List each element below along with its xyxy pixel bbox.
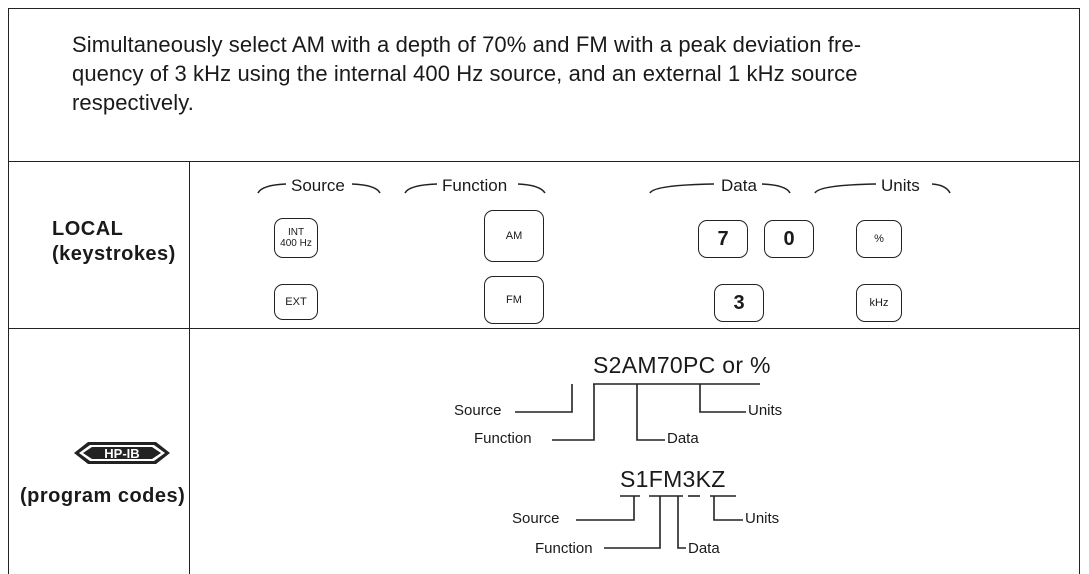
instruction-text: Simultaneously select AM with a depth of… (72, 30, 1032, 117)
header-source: Source (291, 176, 345, 195)
ex1-source-label: Source (454, 402, 502, 419)
digit-3-key[interactable]: 3 (714, 284, 764, 322)
ex2-units-label: Units (745, 510, 780, 527)
ext-key[interactable]: EXT (274, 284, 318, 320)
divider-top (8, 161, 1080, 162)
program-code-1: S2AM70PC or % (593, 352, 771, 378)
digit-7-key[interactable]: 7 (698, 220, 748, 258)
program-code-2: S1FM3KZ (620, 466, 726, 492)
ex1-function-label: Function (474, 430, 532, 447)
khz-key[interactable]: kHz (856, 284, 902, 322)
fm-key[interactable]: FM (484, 276, 544, 324)
percent-key[interactable]: % (856, 220, 902, 258)
ex2-source-label: Source (512, 510, 560, 527)
instruction-line: quency of 3 kHz using the internal 400 H… (72, 61, 858, 86)
ex1-data-label: Data (667, 430, 699, 447)
instruction-line: respectively. (72, 90, 194, 115)
digit-0-key[interactable]: 0 (764, 220, 814, 258)
divider-middle (8, 328, 1080, 329)
hpib-logo: HP-IB (74, 442, 170, 464)
local-label-line1: LOCAL (52, 218, 124, 240)
ex2-function-label: Function (535, 540, 593, 557)
instruction-line: Simultaneously select AM with a depth of… (72, 32, 862, 57)
column-divider (189, 161, 190, 574)
local-label: LOCAL (keystrokes) (52, 217, 176, 267)
local-label-line2: (keystrokes) (52, 243, 176, 265)
program-codes-label: (program codes) (20, 485, 186, 507)
header-data: Data (721, 176, 757, 195)
header-units: Units (881, 176, 920, 195)
ex1-units-label: Units (748, 402, 783, 419)
hpib-logo-text: HP-IB (104, 446, 139, 461)
ex2-data-label: Data (688, 540, 720, 557)
header-function: Function (442, 176, 508, 195)
am-key[interactable]: AM (484, 210, 544, 262)
table-frame (8, 8, 1080, 574)
